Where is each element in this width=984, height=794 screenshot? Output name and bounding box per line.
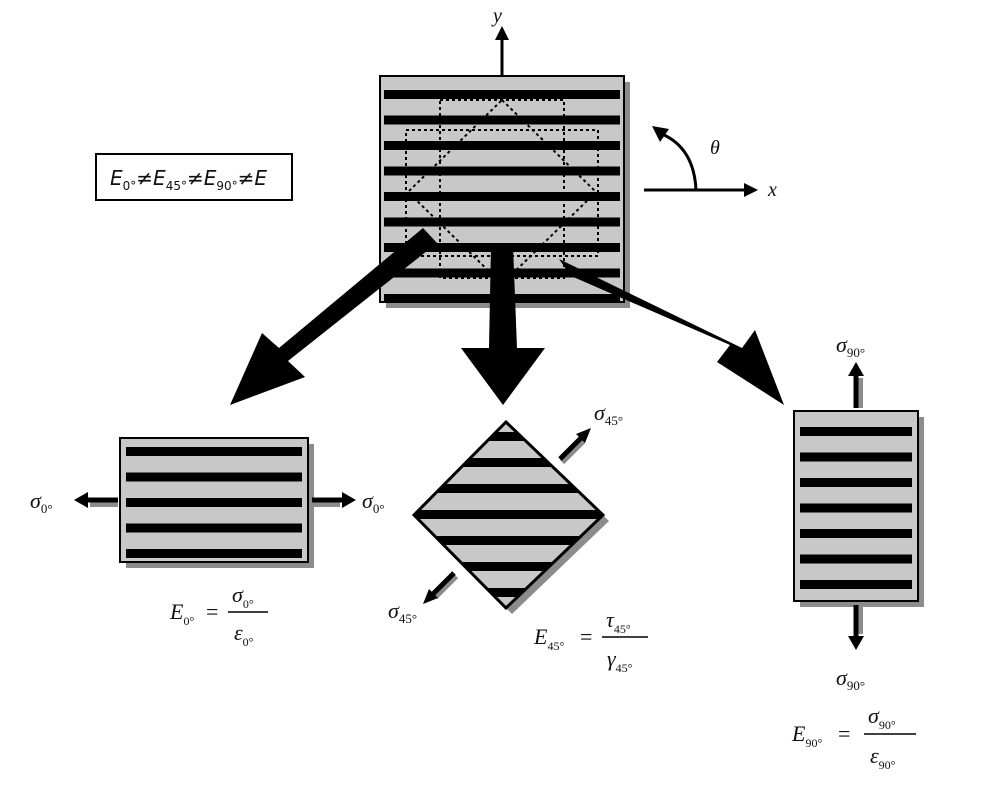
y-axis-label: y (491, 5, 502, 27)
lower-left-stress-arrowhead (423, 589, 438, 604)
panel-45-fiber-stripe (414, 458, 603, 467)
sigma-90-bottom-label: σ90° (836, 665, 865, 693)
equation-E90: E90° = σ90° ε90° (791, 703, 916, 772)
up-stress-arrowhead (848, 362, 864, 376)
x-axis-arrowhead (744, 183, 758, 197)
panel-0-fiber-stripe (126, 523, 302, 533)
panel-45-fiber-stripe (414, 432, 603, 441)
panel-0deg: σ0° σ0° E0° = σ0° ε0° (30, 437, 385, 649)
rotation-arrowhead (652, 126, 669, 142)
plate-fiber-stripe (384, 166, 620, 176)
panel-90-fiber-stripe (800, 452, 912, 462)
svg-text:E0°: E0° (169, 599, 194, 628)
svg-text:τ45°: τ45° (606, 607, 631, 636)
panel-90-fiber-stripe (800, 503, 912, 513)
left-stress-arrowhead (74, 492, 88, 508)
plate-fiber-stripe (384, 217, 620, 227)
panel-45-fibers (414, 432, 603, 597)
panel-45-fiber-stripe (414, 562, 603, 571)
sigma-45-upper-label: σ45° (594, 400, 623, 428)
sigma-0-left-label: σ0° (30, 488, 53, 516)
dotted-diamond-outline (406, 98, 598, 286)
panel-90-fiber-stripe (800, 529, 912, 538)
panel-45-fiber-stripe (414, 510, 603, 519)
panel-90-fibers (800, 427, 912, 589)
inequality-box: E0°≠E45°≠E90°≠E (95, 153, 293, 201)
inequality-text: E0°≠E45°≠E90°≠E (110, 166, 267, 193)
panel-45-fiber-stripe (414, 484, 603, 493)
arrow-to-90deg (559, 259, 784, 405)
plate-fiber-stripe (384, 141, 620, 150)
panel-90-fiber-stripe (800, 427, 912, 436)
svg-text:ε90°: ε90° (870, 743, 896, 772)
panel-90-fiber-stripe (800, 554, 912, 564)
panel-90-fiber-stripe (800, 580, 912, 589)
plate-fiber-stripe (384, 90, 620, 99)
equation-E0: E0° = σ0° ε0° (169, 582, 268, 649)
y-axis-arrowhead (495, 26, 509, 40)
upper-right-stress-arrowhead (576, 428, 591, 443)
svg-text:E90°: E90° (791, 721, 822, 750)
panel-45deg: σ45° σ45° E45° = τ45° γ45° (388, 400, 648, 675)
svg-text:ε0°: ε0° (234, 620, 254, 649)
plate-fiber-stripe (384, 115, 620, 125)
x-axis-label: x (767, 179, 777, 201)
svg-text:=: = (838, 721, 850, 746)
plate-fiber-stripe (384, 192, 620, 201)
svg-text:=: = (206, 599, 218, 624)
arrow-to-45deg (461, 246, 545, 405)
panel-0-fiber-stripe (126, 498, 302, 507)
transition-arrows (230, 228, 784, 405)
coordinate-axes: y x θ (491, 5, 777, 201)
svg-text:σ0°: σ0° (232, 582, 254, 611)
panel-0-fiber-stripe (126, 472, 302, 482)
panel-45-fiber-stripe (414, 588, 603, 597)
theta-label: θ (710, 137, 720, 159)
panel-0-fiber-stripe (126, 549, 302, 558)
sigma-90-top-label: σ90° (836, 332, 865, 360)
panel-0-fibers (126, 447, 302, 558)
svg-text:=: = (580, 624, 592, 649)
panel-45-outline (411, 419, 606, 611)
svg-text:E45°: E45° (533, 624, 564, 653)
sigma-0-right-label: σ0° (362, 488, 385, 516)
svg-text:γ45°: γ45° (607, 646, 633, 675)
panel-90deg: σ90° σ90° E90° = σ90° ε90° (791, 332, 924, 772)
down-stress-arrowhead (848, 636, 864, 650)
sigma-45-lower-label: σ45° (388, 598, 417, 626)
equation-E45: E45° = τ45° γ45° (533, 607, 648, 675)
right-stress-arrowhead (342, 492, 356, 508)
panel-90-fiber-stripe (800, 478, 912, 487)
arrow-to-0deg (230, 228, 437, 405)
panel-0-fiber-stripe (126, 447, 302, 456)
panel-45-fiber-stripe (414, 536, 603, 545)
svg-text:σ90°: σ90° (868, 703, 896, 732)
rotation-arc (661, 132, 698, 191)
